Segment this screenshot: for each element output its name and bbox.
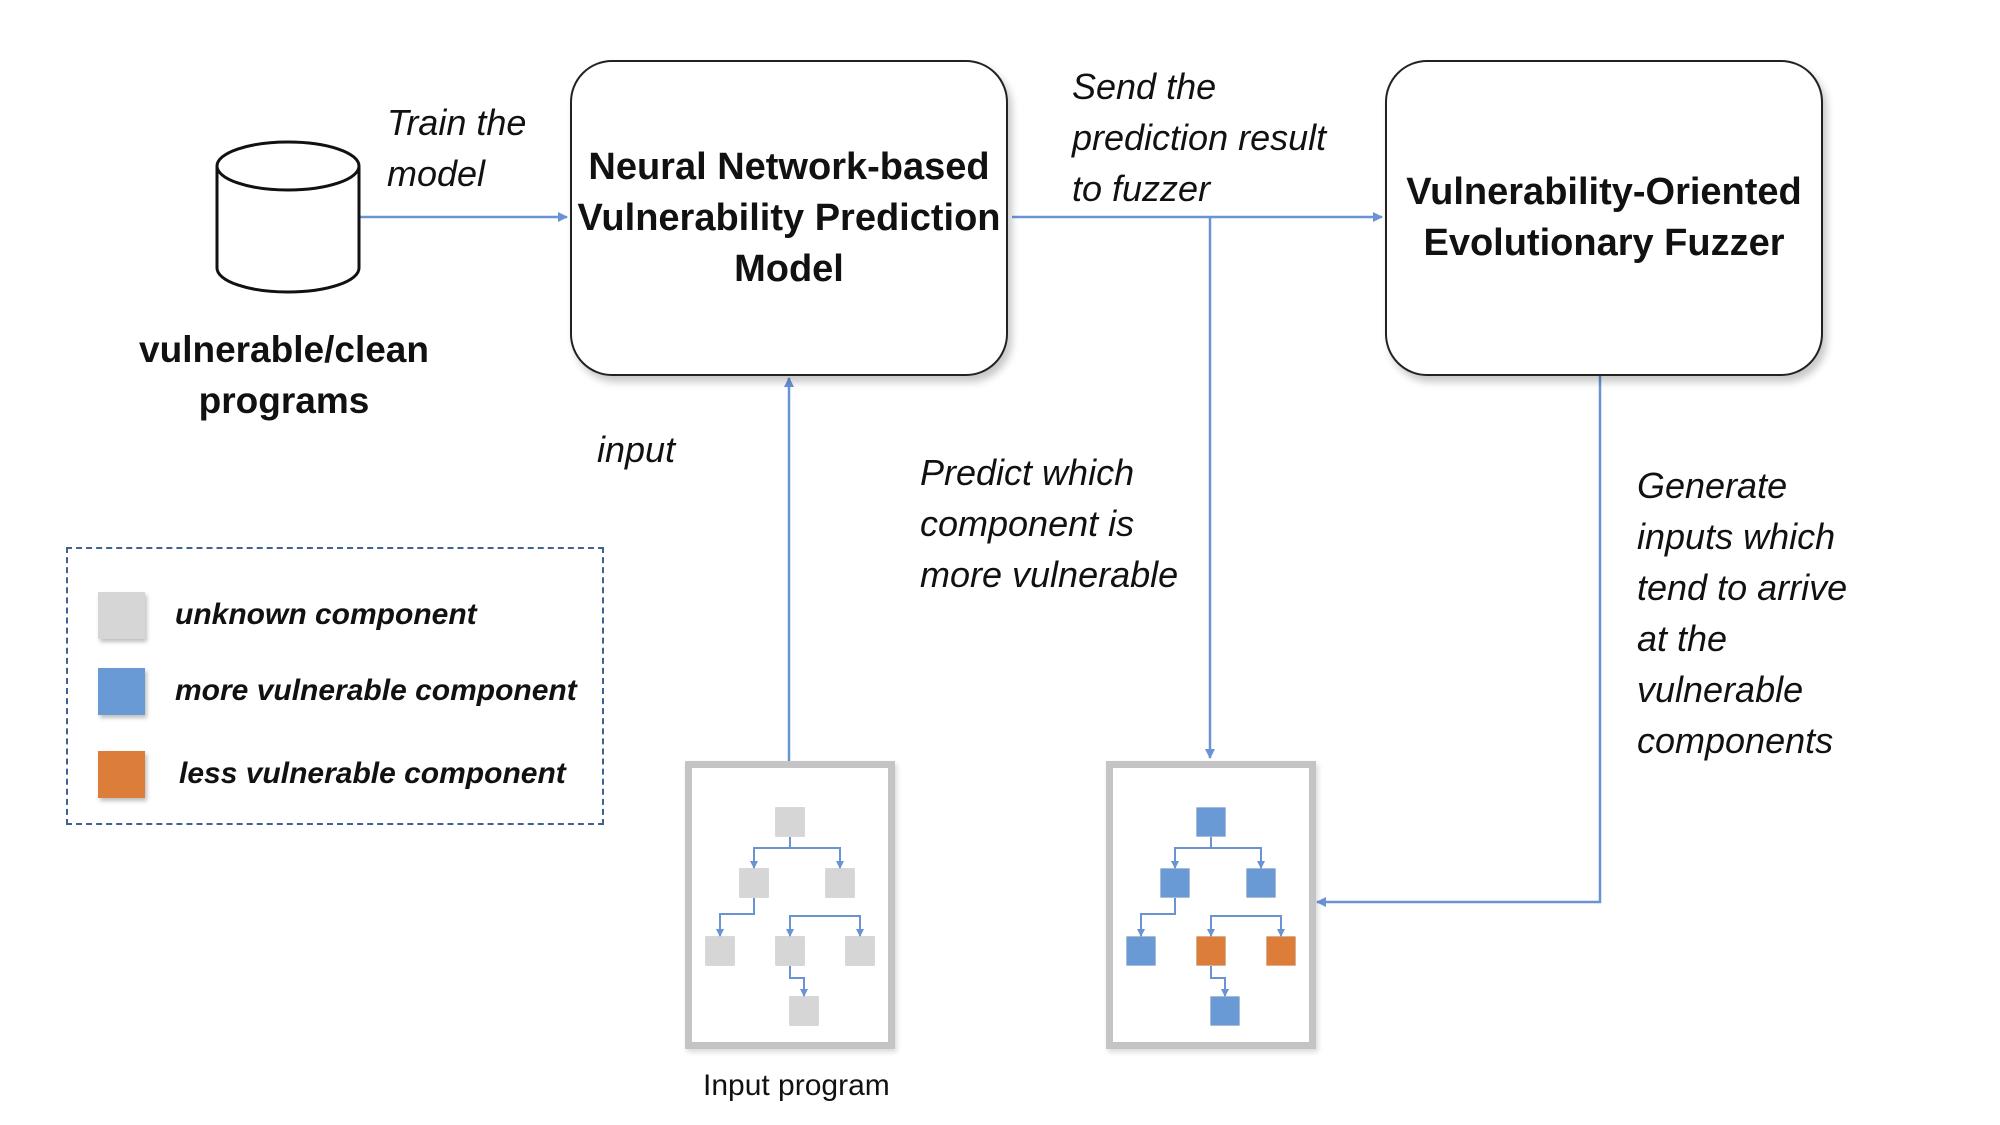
more-component-node	[1196, 807, 1226, 837]
predicted-program-panel	[1106, 761, 1316, 1049]
tree-edge	[716, 898, 755, 937]
unknown-component-node	[845, 936, 875, 966]
tree-edge	[1207, 915, 1243, 937]
more-component-node	[1160, 868, 1190, 898]
input-program-panel	[685, 761, 895, 1049]
more-component-node	[1126, 936, 1156, 966]
less-component-node	[1196, 936, 1226, 966]
legend: unknown component more vulnerable compon…	[66, 547, 604, 825]
predict-label: Predict which component is more vulnerab…	[920, 452, 1179, 595]
unknown-swatch	[98, 591, 145, 639]
unknown-component-node	[705, 936, 735, 966]
arrow-generate	[1316, 374, 1602, 907]
tree-edge	[1137, 898, 1176, 937]
tree-edge	[786, 915, 822, 937]
tree-edge	[1210, 966, 1229, 997]
less-vulnerable-swatch	[98, 750, 145, 798]
fuzzer-box: Vulnerability-Oriented Evolutionary Fuzz…	[1385, 60, 1823, 376]
more-vulnerable-swatch	[98, 667, 145, 715]
unknown-component-node	[789, 996, 819, 1026]
more-component-node	[1246, 868, 1276, 898]
unknown-component-node	[775, 936, 805, 966]
tree-edge	[1211, 847, 1265, 869]
tree-edge	[1171, 837, 1212, 869]
legend-item-more: more vulnerable component	[98, 666, 577, 716]
tree-edge	[1243, 915, 1285, 937]
unknown-component-node	[739, 868, 769, 898]
tree-edge	[750, 837, 791, 869]
prediction-model-box: Neural Network-based Vulnerability Predi…	[570, 60, 1008, 376]
legend-unknown-label: unknown component	[175, 598, 477, 631]
database-cylinder-icon	[215, 140, 361, 294]
prediction-model-title: Neural Network-based Vulnerability Predi…	[577, 145, 1001, 290]
tree-edge	[822, 915, 864, 937]
legend-less-label: less vulnerable component	[179, 757, 566, 790]
train-label: Train the model	[387, 102, 527, 194]
unknown-component-node	[775, 807, 805, 837]
input-label: input	[597, 429, 676, 470]
legend-more-label: more vulnerable component	[175, 674, 577, 707]
database-label: vulnerable/clean programs	[139, 329, 429, 421]
legend-item-unknown: unknown component	[98, 590, 477, 640]
fuzzer-title: Vulnerability-Oriented Evolutionary Fuzz…	[1406, 171, 1802, 264]
send-label: Send the prediction result to fuzzer	[1072, 66, 1327, 209]
generate-label: Generate inputs which tend to arrive at …	[1637, 465, 1848, 761]
legend-item-less: less vulnerable component	[98, 749, 566, 799]
tree-edge	[790, 847, 844, 869]
tree-edge	[789, 966, 808, 997]
more-component-node	[1210, 996, 1240, 1026]
predicted-program-tree	[1126, 807, 1296, 1026]
less-component-node	[1266, 936, 1296, 966]
input-program-caption: Input program	[703, 1069, 890, 1102]
input-program-tree	[705, 807, 875, 1026]
unknown-component-node	[825, 868, 855, 898]
